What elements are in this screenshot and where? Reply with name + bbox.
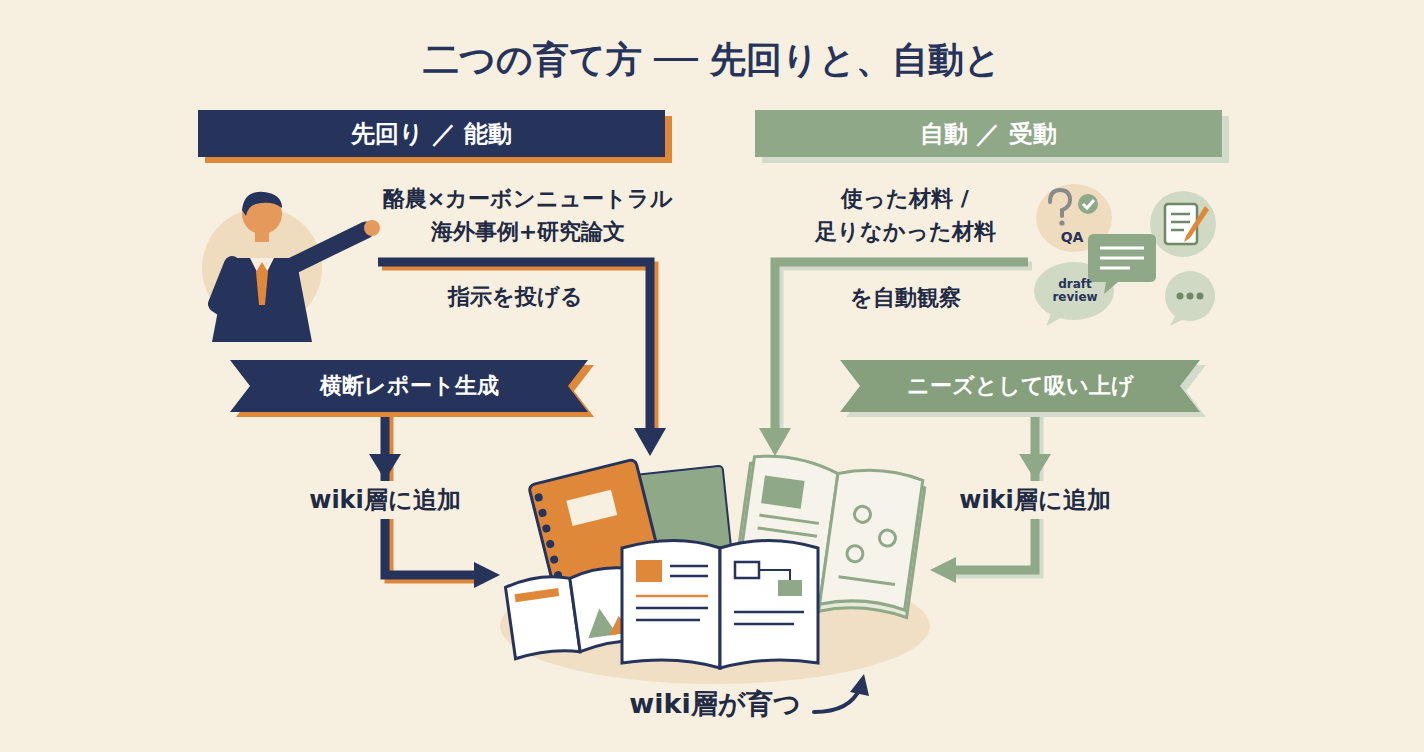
node-text: 横断レポート生成 [320,371,499,401]
edge-label: wiki層に追加 [951,481,1119,519]
feedback-icons [1034,184,1216,326]
ribbon-banner: 横断レポート生成 [230,360,588,412]
person-figure [202,192,380,342]
growth-arrow [814,674,869,712]
node-text: ニーズとして吸い上げ [907,371,1134,401]
node-text: 自動 ／ 受動 [920,118,1057,150]
observation-arrow [759,262,1032,456]
node-text: 先回り ／ 能動 [351,118,513,150]
note-text: を自動観察 [850,281,961,314]
header-band: 先回り ／ 能動 [198,110,665,157]
node-text: wiki層が育つ [500,686,930,722]
icon-text: draft review [1046,278,1104,304]
ribbon-banner: ニーズとして吸い上げ [840,360,1200,412]
note-text: 酪農×カーボンニュートラル 海外事例+研究論文 [348,182,708,248]
books-illustration [500,452,930,684]
diagram-title: 二つの育て方 ── 先回りと、自動と [0,36,1424,85]
header-band: 自動 ／ 受動 [755,110,1222,157]
arrow-head [369,454,1051,480]
edge-label: wiki層に追加 [301,481,469,519]
instruction-arrow [378,262,666,456]
wiki-books: wiki層が育つ [500,438,930,728]
icon-text: QA [1061,227,1084,248]
note-text: 指示を投げる [448,280,583,313]
note-text: 使った材料 / 足りなかった材料 [795,182,1015,248]
